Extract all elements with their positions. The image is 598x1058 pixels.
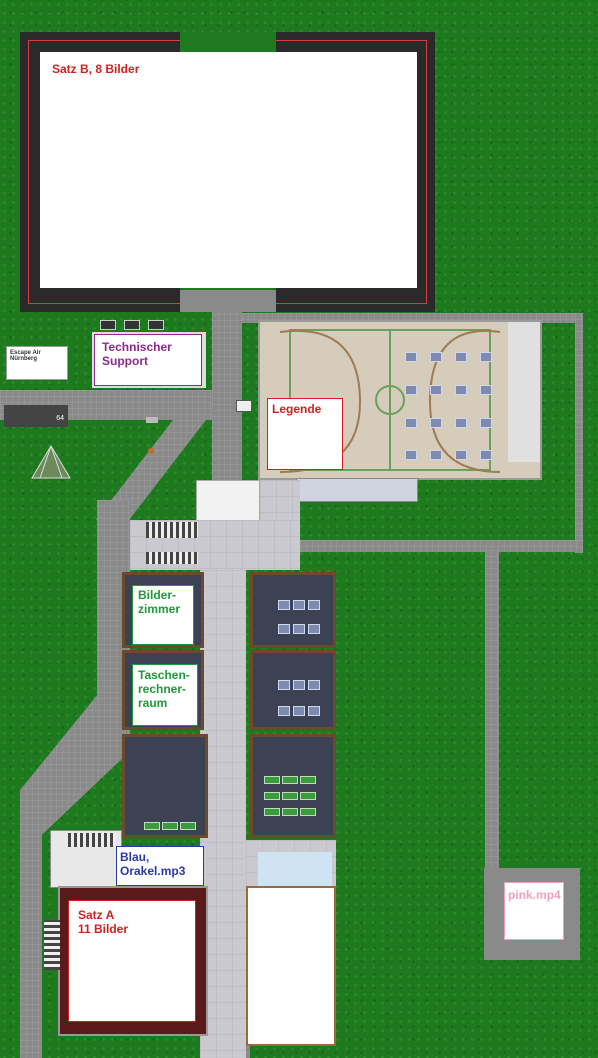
gym-desk — [430, 418, 442, 428]
lab-table — [300, 776, 316, 784]
classroom-desk — [308, 600, 320, 610]
lab-table — [264, 792, 280, 800]
legende-label: Legende — [272, 402, 322, 416]
bench — [148, 320, 164, 330]
court-b-gap-floor — [180, 290, 276, 312]
lab-table — [300, 808, 316, 816]
staircase-north — [146, 522, 198, 538]
taschenrechnerraum-panel[interactable] — [132, 664, 198, 726]
gym-desk — [480, 450, 492, 460]
classroom-desk — [278, 680, 290, 690]
lab-table — [300, 792, 316, 800]
classroom-desk — [293, 706, 305, 716]
lab-table — [162, 822, 178, 830]
player-marker[interactable] — [148, 448, 154, 454]
lab-table — [282, 776, 298, 784]
lab-table — [180, 822, 196, 830]
bench — [124, 320, 140, 330]
staircase-blau — [68, 833, 116, 847]
legende-panel[interactable] — [267, 398, 343, 470]
gym-desk — [405, 450, 417, 460]
lab-table — [282, 792, 298, 800]
pink-label: pink.mp4 — [508, 888, 561, 902]
path-east-vertical — [485, 550, 499, 870]
classroom-east-2 — [250, 650, 336, 730]
path-east-loop-top — [242, 313, 582, 323]
gym-desk — [405, 385, 417, 395]
gym-desk — [455, 418, 467, 428]
satz-a-label: Satz A 11 Bilder — [78, 908, 129, 936]
gym-desk — [480, 385, 492, 395]
gym-desk — [405, 418, 417, 428]
classroom-east-1 — [250, 572, 336, 648]
east-lab-room — [250, 734, 336, 838]
satz-b-label: Satz B, 8 Bilder — [52, 62, 140, 76]
gym-desk — [430, 450, 442, 460]
bilderzimmer-panel[interactable] — [132, 585, 194, 645]
classroom-desk — [293, 600, 305, 610]
taschenrechnerraum-label: Taschen- rechner- raum — [138, 668, 190, 710]
pink-panel[interactable] — [504, 882, 564, 940]
gym-desk — [480, 418, 492, 428]
gym-desk — [455, 385, 467, 395]
gym-desk — [405, 352, 417, 362]
classroom-desk — [278, 624, 290, 634]
classroom-desk — [293, 624, 305, 634]
gym-desk — [430, 385, 442, 395]
tech-support-label: Technischer Support — [102, 340, 172, 368]
path-main-vertical — [212, 290, 242, 490]
notice-board[interactable] — [236, 400, 252, 412]
bilderzimmer-label: Bilder- zimmer — [138, 588, 181, 616]
gym-desk — [455, 450, 467, 460]
lab-table — [264, 776, 280, 784]
classroom-desk — [308, 706, 320, 716]
classroom-desk — [278, 706, 290, 716]
bench — [146, 417, 158, 423]
satz-a-panel[interactable] — [68, 900, 196, 1022]
blau-label: Blau, Orakel.mp3 — [120, 850, 186, 878]
lab-table — [282, 808, 298, 816]
lab-table — [264, 808, 280, 816]
staircase-west — [44, 920, 60, 970]
staircase-north-2 — [146, 552, 198, 564]
classroom-desk — [278, 600, 290, 610]
entrance-roof — [196, 480, 260, 522]
classroom-desk — [308, 624, 320, 634]
gym-equipment-area — [508, 322, 540, 462]
path-east-connector — [300, 540, 583, 552]
escape-air-sign-text: Escape Air Nürnberg — [10, 350, 41, 362]
bench — [100, 320, 116, 330]
satz-b-panel[interactable] — [40, 52, 417, 288]
west-lab-room — [122, 734, 208, 838]
path-east-loop-right — [575, 313, 583, 553]
escape-air-sign[interactable]: Escape Air Nürnberg — [6, 346, 68, 380]
east-south-hall — [246, 886, 336, 1046]
blau-panel[interactable] — [116, 846, 204, 886]
gym-desk — [455, 352, 467, 362]
tech-support-panel[interactable] — [94, 334, 202, 386]
road-sign[interactable]: 64 — [4, 405, 68, 427]
east-hall-window — [258, 852, 332, 886]
tent-icon[interactable] — [28, 442, 74, 480]
classroom-desk — [293, 680, 305, 690]
gym-desk — [430, 352, 442, 362]
classroom-desk — [308, 680, 320, 690]
gym-locker-row — [296, 478, 418, 502]
gym-desk — [480, 352, 492, 362]
lab-table — [144, 822, 160, 830]
road-sign-number: 64 — [56, 415, 64, 422]
